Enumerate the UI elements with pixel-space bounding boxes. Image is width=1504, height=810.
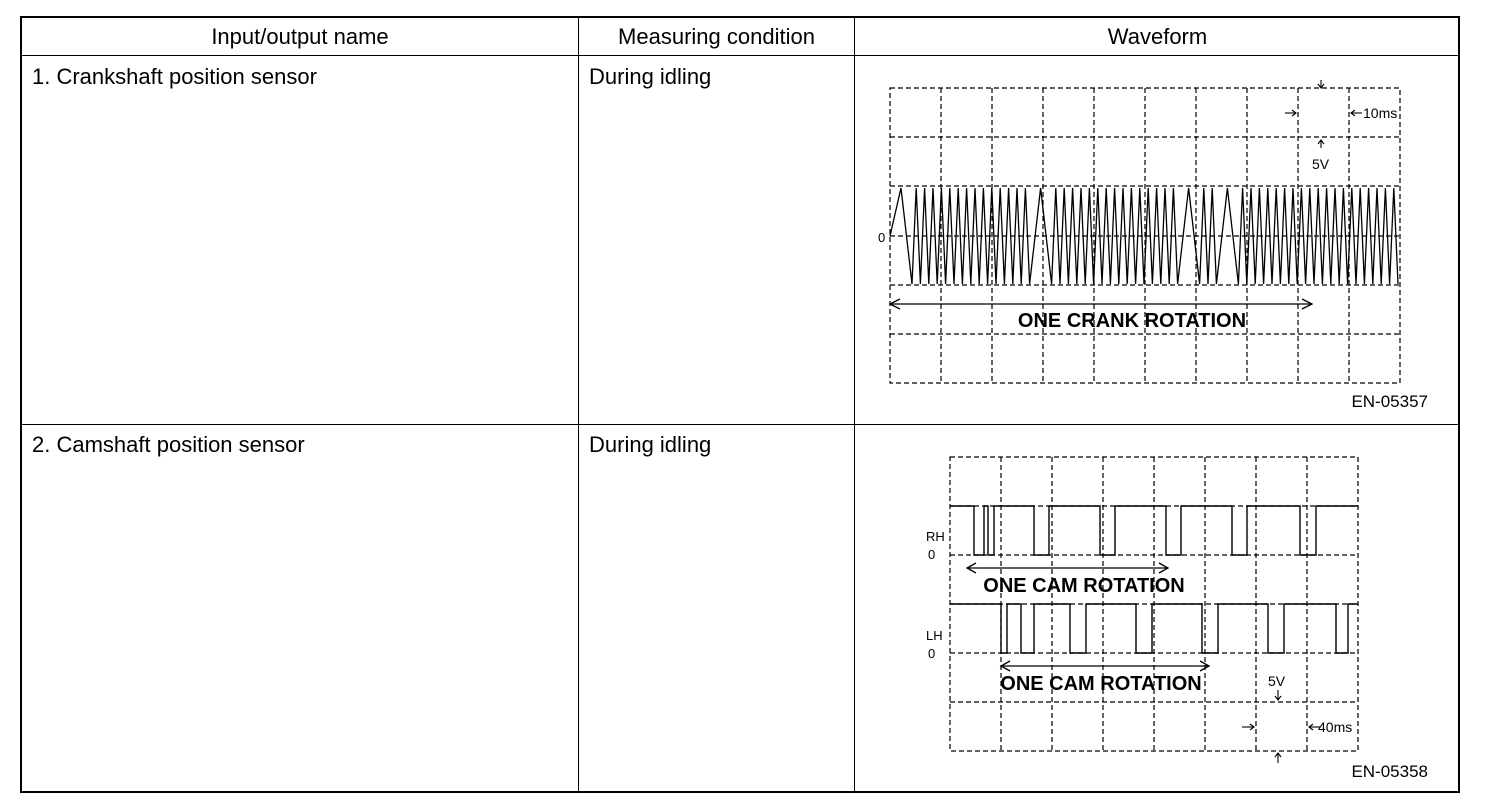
cam-rotation-arrows [965, 562, 1211, 672]
cam-lh-label: LH [926, 628, 943, 643]
measurement-table: Input/output name Measuring condition Wa… [20, 16, 1460, 793]
cam-rh-rotation-label: ONE CAM ROTATION [983, 575, 1184, 597]
crank-time-scale: 10ms [1363, 105, 1397, 121]
cam-volt-scale: 5V [1268, 673, 1286, 689]
cam-lh-rotation-label: ONE CAM ROTATION [1000, 673, 1201, 695]
cam-rh-label: RH [926, 529, 945, 544]
crank-grid [889, 87, 1401, 384]
header-waveform: Waveform [1107, 24, 1208, 49]
crank-figure-id: EN-05357 [1351, 392, 1428, 411]
cam-lh-zero-label: 0 [928, 646, 935, 661]
cam-rh-signal-trace [950, 505, 1358, 556]
crank-zero-label: 0 [878, 230, 885, 245]
header-measuring-condition: Measuring condition [618, 24, 815, 49]
cam-figure-id: EN-05358 [1351, 762, 1428, 781]
column-divider [578, 18, 579, 791]
row-2-condition: During idling [589, 432, 712, 457]
row-1-name: 1. Crankshaft position sensor [32, 64, 317, 89]
crank-signal-trace [889, 187, 1399, 285]
row-1-condition: During idling [589, 64, 712, 89]
crank-rotation-label: ONE CRANK ROTATION [1018, 310, 1246, 332]
crank-scale-markers [1285, 80, 1362, 148]
camshaft-waveform-figure: RH 0 LH 0 ONE CAM ROTATION ONE CAM ROTAT… [926, 456, 1428, 781]
header-input-output-name: Input/output name [211, 24, 389, 49]
crank-rotation-arrow [888, 298, 1314, 310]
column-divider [854, 18, 855, 791]
crank-volt-scale: 5V [1312, 156, 1330, 172]
crankshaft-waveform-figure: 0 ONE CRANK ROTATION 10ms 5V EN-05357 [878, 80, 1428, 411]
cam-lh-signal-trace [950, 603, 1358, 654]
row-2-name: 2. Camshaft position sensor [32, 432, 305, 457]
row-divider [22, 424, 1458, 425]
header-divider [22, 55, 1458, 56]
cam-time-scale: 40ms [1318, 719, 1352, 735]
cam-rh-zero-label: 0 [928, 547, 935, 562]
cam-scale-markers [1242, 690, 1320, 763]
